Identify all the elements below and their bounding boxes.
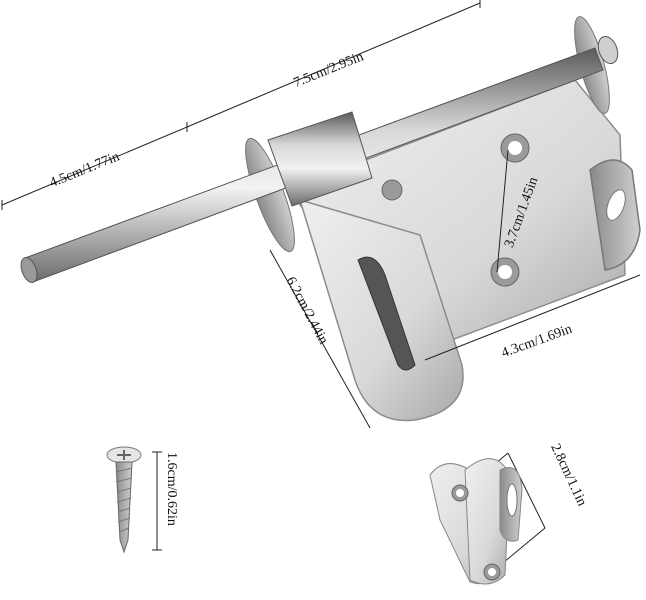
strike-plate (429, 458, 523, 585)
sliding-bolt-rod (20, 35, 619, 283)
latch-body (245, 16, 641, 422)
mounting-screw (106, 446, 142, 554)
dimension-label-screw-length: 1.6cm/0.62in (164, 452, 179, 526)
dimension-lines (1, 0, 641, 573)
